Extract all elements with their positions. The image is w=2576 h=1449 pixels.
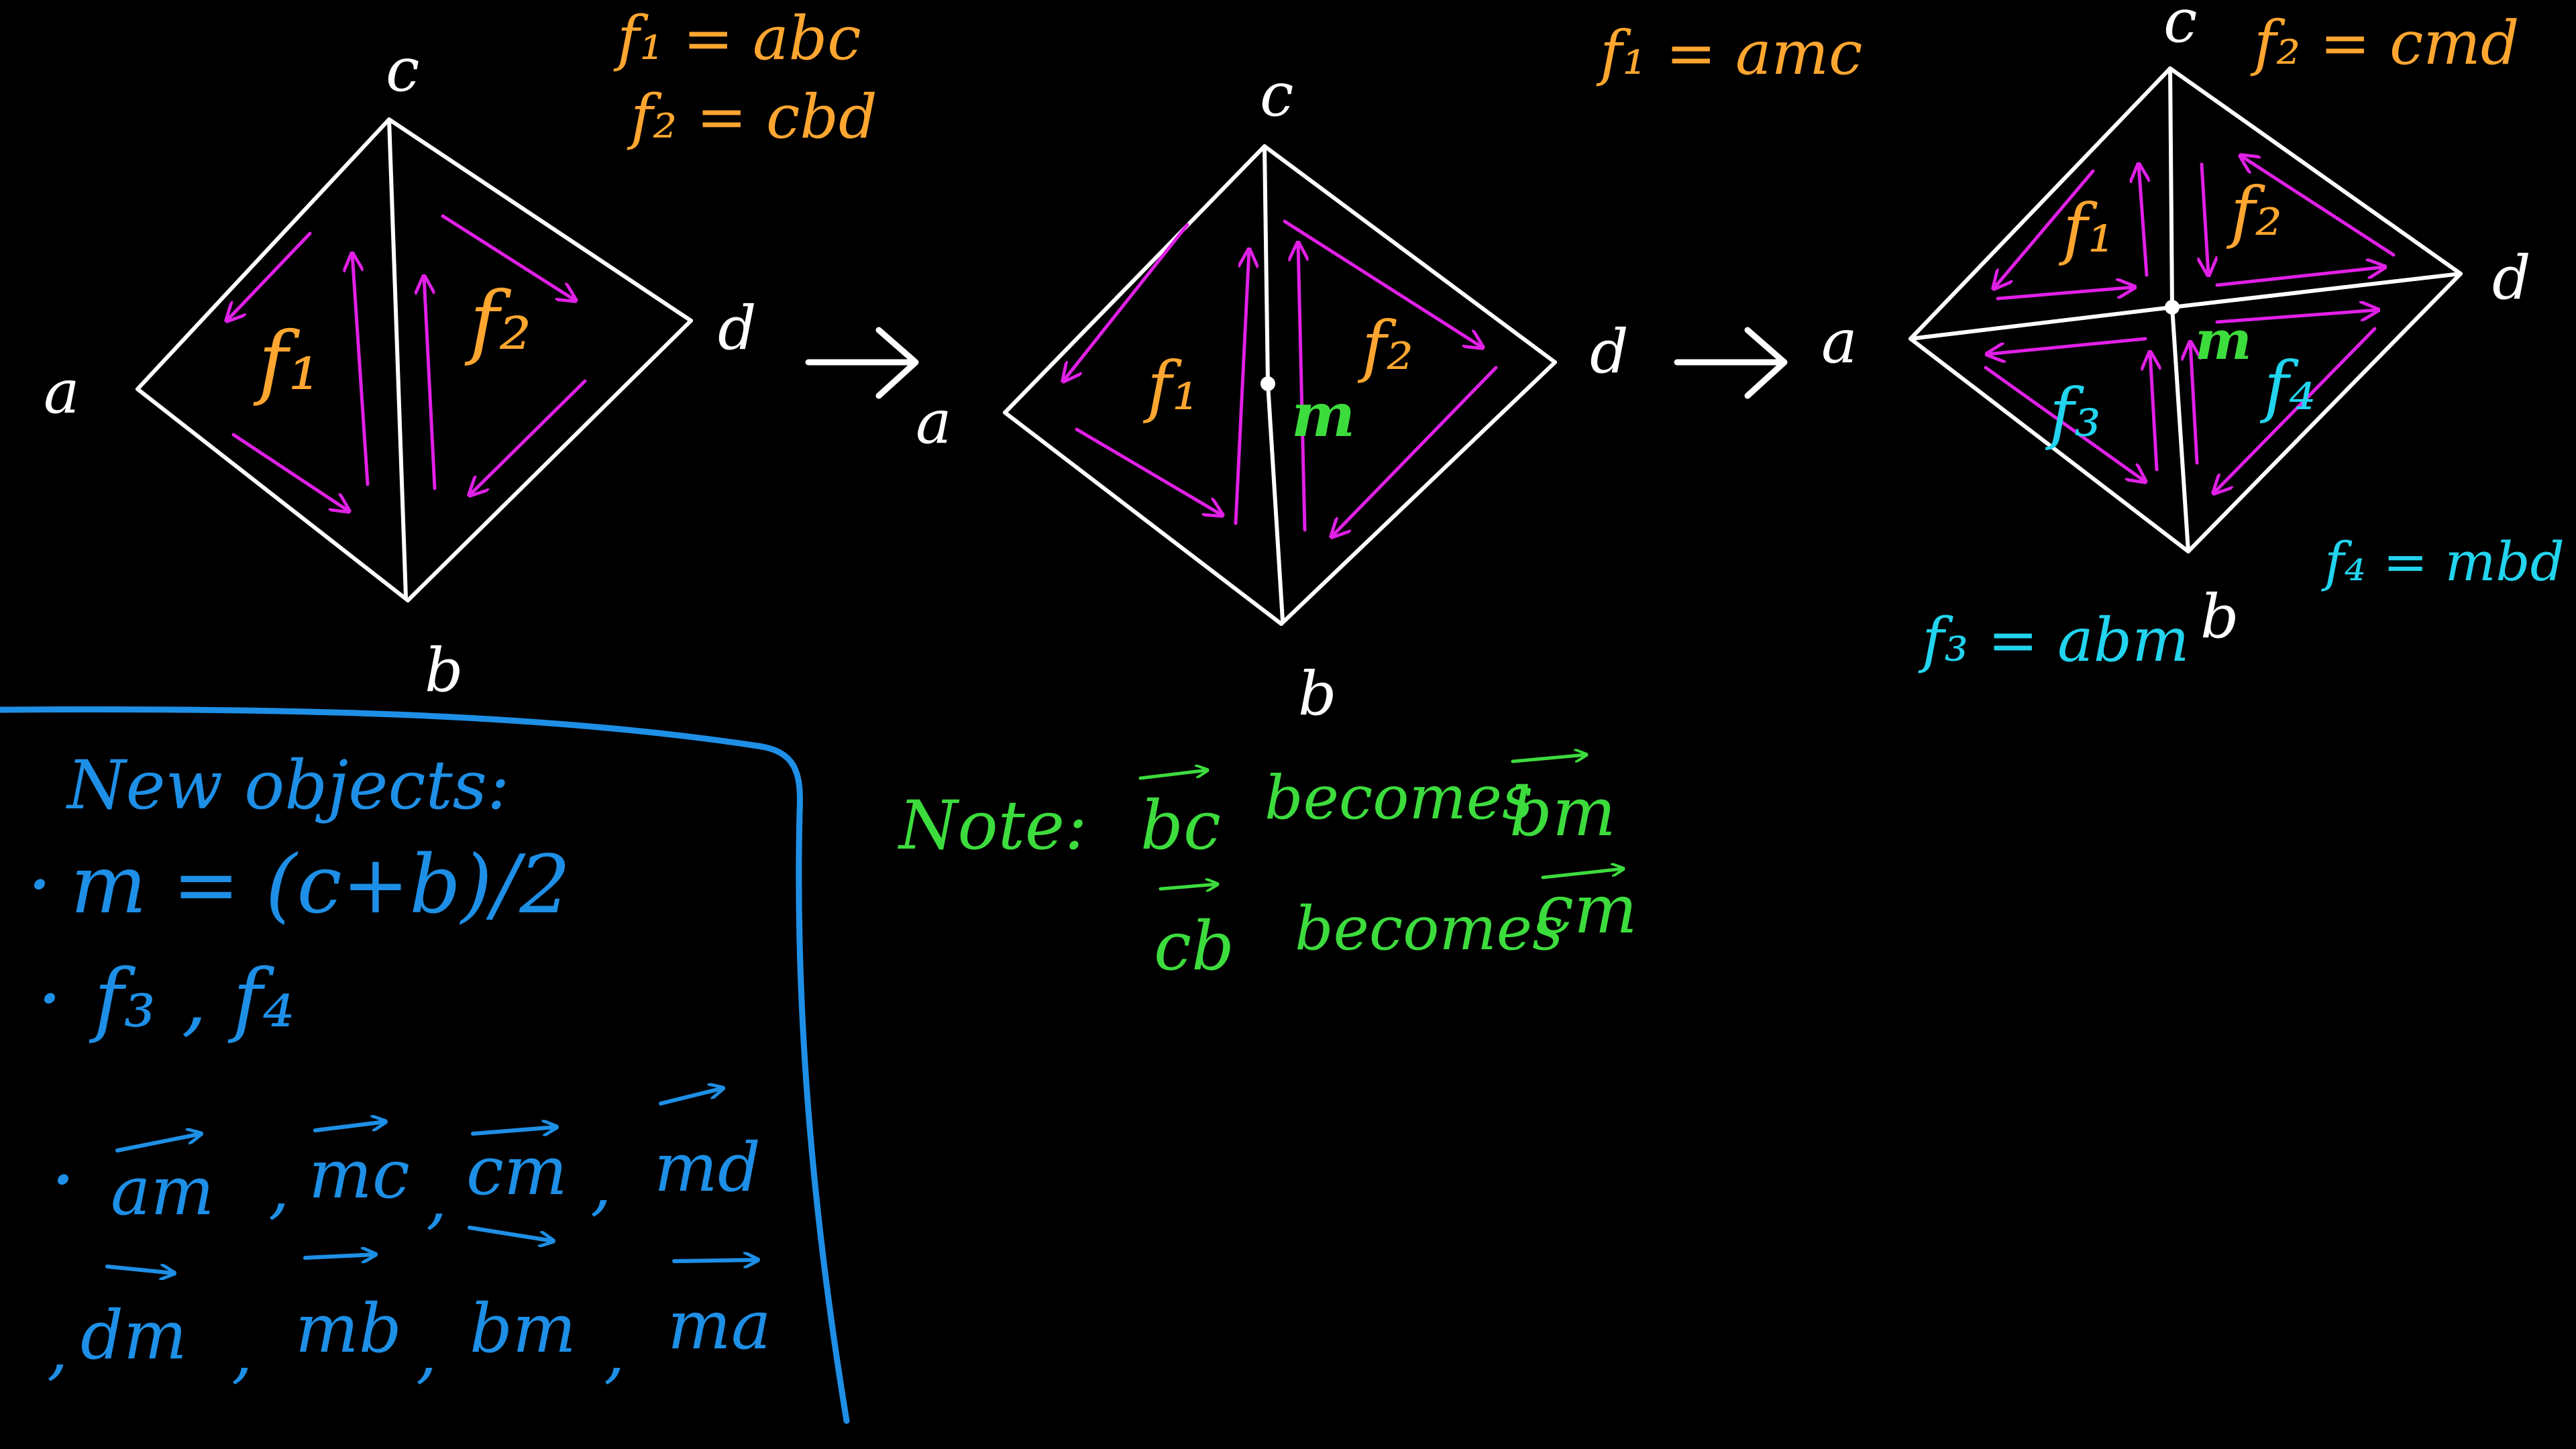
vector-label: md [654, 1128, 761, 1207]
vertex-label-d: d [1590, 317, 1629, 387]
edge-ac [136, 117, 391, 391]
comma: , [590, 1145, 612, 1224]
face-f3-orientation-arrows [1984, 337, 2157, 482]
midpoint-label-m: m [2195, 309, 2252, 372]
midpoint-label-m: m [1291, 380, 1355, 451]
edge-ba [1909, 337, 2190, 553]
note-block: Note: bc becomes bm cb becomes cm [898, 755, 1638, 985]
vector-label: am [111, 1152, 214, 1230]
vector-label: mb [295, 1289, 402, 1368]
edge-am [1909, 305, 2174, 341]
face-f2-orientation-arrows [2202, 156, 2396, 287]
vertex-label-d: d [2492, 243, 2531, 313]
face-label-f2: f₂ [1357, 307, 1413, 385]
edge-db [406, 319, 693, 602]
comma: , [604, 1313, 625, 1391]
face-label-f3: f₃ [2045, 374, 2101, 452]
edge-ba [1003, 411, 1283, 626]
edge-cd [387, 117, 693, 323]
face-equation-f2: f₂ = cbd [627, 82, 877, 152]
face-equation-f2: f₂ = cmd [2250, 8, 2519, 78]
midpoint-dot [2165, 300, 2180, 315]
edge-db [1279, 360, 1557, 626]
new-objects-box-outline [0, 706, 850, 1424]
face-equation-f3: f₃ = abm [1918, 605, 2190, 676]
edge-mb [2170, 305, 2190, 553]
note-line2-to: cm [1536, 870, 1638, 949]
edge-cm [2168, 66, 2174, 309]
edge-cb [387, 117, 408, 599]
note-line1-verb: becomes [1265, 763, 1533, 833]
vector-label: dm [80, 1296, 187, 1375]
face-equation-f1: f₁ = abc [613, 3, 861, 74]
new-vectors-row-2: , dm , mb , bm , ma [47, 1226, 771, 1391]
edge-db [2186, 272, 2463, 553]
bullet-faces: · [37, 953, 62, 1046]
note-line2-verb: becomes [1295, 894, 1563, 964]
comma: , [47, 1309, 68, 1388]
face-label-f1: f₁ [2058, 189, 2114, 268]
comma: , [426, 1159, 447, 1237]
diagram-edge-split: a c d b m f₁ f₂ f₁ = amc [916, 18, 1862, 729]
face-label-f2: f₂ [464, 275, 532, 368]
face-f4-orientation-arrows [2190, 310, 2378, 493]
note-line2-from: cb [1154, 907, 1234, 985]
face-f1-orientation-arrows [1994, 164, 2147, 301]
transition-arrow-1 [805, 327, 919, 399]
edge-ba [136, 387, 410, 602]
vertex-label-b: b [1298, 659, 1337, 729]
face-equation-f1: f₁ = amc [1596, 18, 1862, 89]
diagram-split-faces: a c d b m f₁ f₂ f₃ f₄ f₂ = cmd f₃ = abm … [1821, 0, 2565, 676]
edge-mb [1266, 382, 1285, 623]
edge-ac [1909, 66, 2172, 341]
face-f1-orientation-arrows [1063, 223, 1249, 525]
note-line1-to: bm [1509, 773, 1616, 851]
face-f1-orientation-arrows [227, 231, 370, 511]
vertex-label-c: c [1260, 60, 1293, 130]
face-label-f1: f₁ [1142, 347, 1199, 425]
transition-arrow-2 [1674, 327, 1788, 399]
face-label-f4: f₄ [2259, 347, 2316, 425]
new-objects-faces: f₃ , f₄ [89, 953, 294, 1046]
bullet-vectors: · [50, 1134, 76, 1227]
new-objects-midpoint: m = (c+b)/2 [70, 839, 571, 932]
edge-cd [1263, 144, 1557, 364]
vector-label: ma [667, 1286, 771, 1364]
vertex-label-a: a [916, 387, 952, 458]
diagram-original-mesh: a c d b f₁ f₂ f₁ = abc f₂ = cbd [44, 3, 877, 706]
vector-label: bm [470, 1289, 576, 1368]
edge-ac [1003, 144, 1267, 415]
edge-cm [1263, 144, 1270, 386]
vector-label: mc [309, 1135, 410, 1214]
face-label-f2: f₂ [2226, 172, 2282, 251]
new-objects-title: New objects: [66, 746, 510, 824]
edge-md [2170, 272, 2463, 309]
edge-cd [2168, 66, 2463, 276]
vertex-label-b: b [2200, 582, 2239, 652]
comma: , [416, 1313, 437, 1391]
vector-label: cm [466, 1132, 568, 1210]
face-equation-f4: f₄ = mbd [2321, 531, 2565, 593]
vertex-label-c: c [2163, 0, 2197, 56]
face-f2-orientation-arrows [424, 214, 587, 495]
note-line1-from: bc [1140, 786, 1221, 865]
face-f2-orientation-arrows [1283, 219, 1498, 537]
vertex-label-a: a [1821, 307, 1858, 377]
bullet-midpoint: · [27, 839, 52, 932]
vertex-label-d: d [718, 293, 757, 364]
midpoint-dot [1260, 376, 1275, 391]
new-vectors-row-1: am , mc , cm , md [111, 1088, 761, 1237]
comma: , [231, 1313, 253, 1391]
note-label: Note: [898, 786, 1087, 865]
comma: , [268, 1148, 290, 1227]
vertex-label-b: b [425, 635, 464, 706]
face-label-f1: f₁ [253, 315, 321, 409]
new-objects-panel: New objects: · m = (c+b)/2 · f₃ , f₄ · a… [0, 706, 850, 1424]
vertex-label-a: a [44, 357, 80, 427]
vertex-label-c: c [386, 35, 419, 105]
